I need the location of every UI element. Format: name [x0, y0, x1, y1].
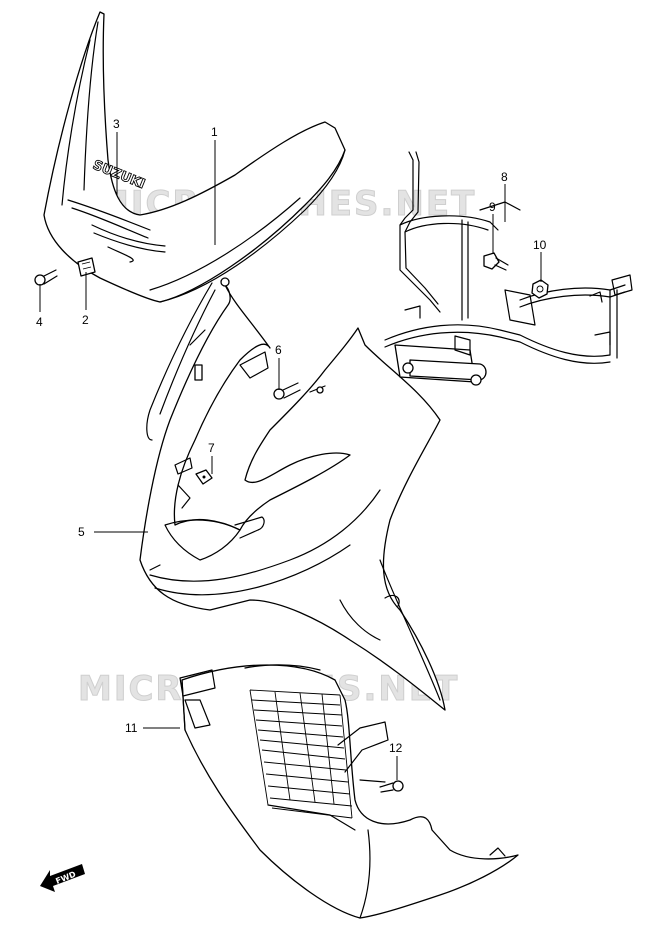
part-2-clip: [77, 257, 96, 277]
callout-12: 12: [389, 741, 403, 755]
callout-1: 1: [211, 125, 218, 139]
part-11-lower-cover: [179, 664, 519, 919]
part-9-bolt: [483, 252, 509, 271]
callout-2: 2: [82, 313, 89, 327]
part-7-nut: [195, 469, 213, 485]
callout-10: 10: [533, 238, 547, 252]
callout-8: 8: [501, 170, 508, 184]
callout-leaders: [39, 132, 542, 780]
callout-3: 3: [113, 117, 120, 131]
part-12-screw: [379, 780, 404, 793]
part-4-screw: [34, 269, 58, 286]
callout-9: 9: [489, 200, 496, 214]
callout-5: 5: [78, 525, 85, 539]
lower-cover-grille: [249, 689, 353, 819]
part-10-nut: [531, 279, 549, 299]
part-5-leg-shield: [139, 277, 446, 711]
callout-11: 11: [125, 721, 138, 735]
callout-6: 6: [275, 343, 282, 357]
fwd-arrow-icon: FWD: [40, 864, 85, 892]
part-6-screw: [273, 382, 301, 400]
fwd-label: FWD: [54, 870, 77, 886]
part-8-bracket: [384, 151, 633, 386]
callout-7: 7: [208, 441, 215, 455]
callout-4: 4: [36, 315, 43, 329]
callout-numbers: 1 3 2 4 5 6 7 8 9 10 11 12: [36, 117, 547, 755]
